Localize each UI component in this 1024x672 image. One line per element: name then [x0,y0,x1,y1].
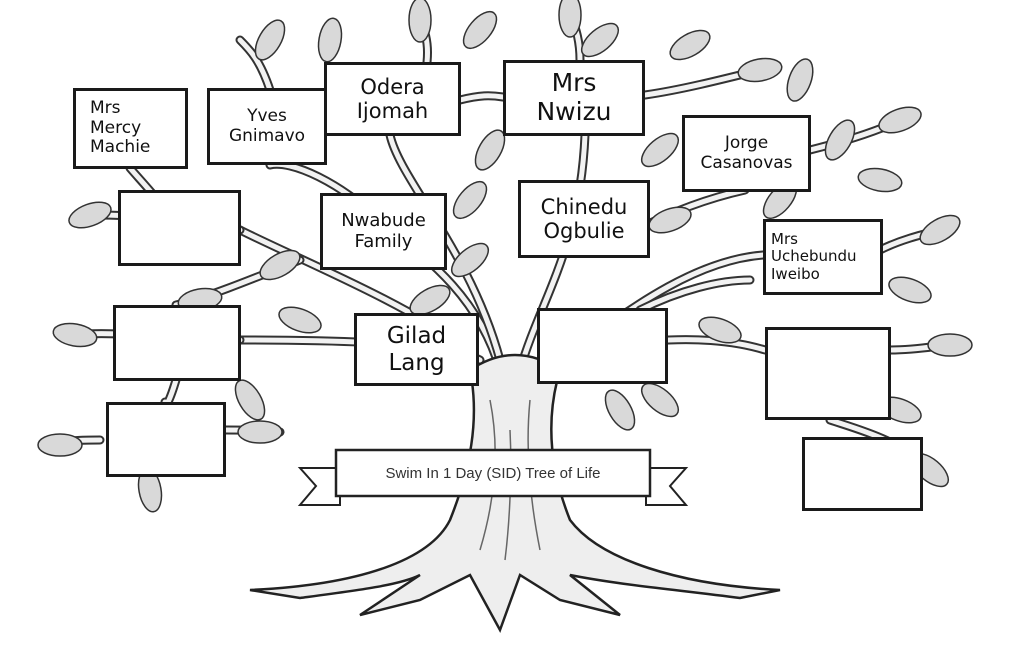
leaf-icon [604,389,636,431]
tree-branch [457,93,506,103]
leaf-icon [37,433,83,457]
name-line: Casanovas [700,152,793,173]
leaf-icon [317,17,343,63]
leaf-icon [237,420,283,444]
empty-name-box [118,190,241,266]
leaf-icon [52,322,98,348]
name-line: Chinedu [540,194,628,219]
leaf-icon [640,132,680,168]
name-line: Lang [388,349,445,376]
leaf-icon [824,119,856,161]
name-line: Ijomah [356,99,429,123]
leaf-icon [878,106,922,134]
name-line: Jorge [724,132,769,153]
name-box-gilad-lang: Gilad Lang [354,313,479,386]
name-line: Family [354,230,413,252]
leaf-icon [409,284,451,316]
name-line: Nwizu [536,97,612,126]
empty-name-box [537,308,668,384]
name-box-jorge-casanovas: Jorge Casanovas [682,115,811,192]
name-box-odera-ijomah: Odera Ijomah [324,62,461,136]
name-box-yves-gnimavo: Yves Gnimavo [207,88,327,165]
name-box-mercy-machie: Mrs Mercy Machie [73,88,188,169]
name-line: Mrs [551,68,597,98]
leaf-icon [888,276,932,304]
name-line: Gnimavo [228,125,306,146]
leaf-icon [669,29,711,61]
leaf-icon [927,333,973,357]
name-line: Machie [90,137,151,158]
banner-ribbon [297,448,689,506]
leaf-icon [698,316,742,344]
leaf-icon [786,58,814,102]
tree-branch [637,277,753,313]
empty-name-box [106,402,226,477]
empty-name-box [802,437,923,511]
empty-name-box [113,305,241,381]
leaf-icon [580,22,620,58]
leaf-icon [737,57,783,83]
leaf-icon [278,306,322,334]
name-line: Yves [247,105,287,126]
leaf-icon [462,10,498,50]
leaf-icon [919,214,961,246]
leaf-icon [452,180,488,220]
leaf-icon [259,249,301,281]
name-line: Iweibo [771,264,820,283]
name-box-nwabude-family: Nwabude Family [320,193,447,270]
leaf-icon [857,167,903,193]
name-line: Gilad [386,323,447,350]
leaf-icon [234,379,266,421]
name-line: Mrs [771,230,798,249]
leaf-icon [68,201,112,229]
empty-name-box [765,327,891,420]
leaf-icon [254,19,286,61]
leaf-icon [474,129,506,171]
name-box-mrs-nwizu: Mrs Nwizu [503,60,645,136]
leaf-icon [558,0,582,38]
tree-title-banner: Swim In 1 Day (SID) Tree of Life [385,464,601,482]
leaf-icon [640,382,680,418]
name-line: Uchebundu [771,247,857,266]
name-line: Odera [360,74,425,99]
name-line: Mercy [90,117,142,138]
name-box-chinedu-ogbulie: Chinedu Ogbulie [518,180,650,258]
leaf-icon [408,0,432,43]
tree-branch [517,132,588,373]
tree-branch [237,37,273,93]
name-line: Mrs [90,98,121,119]
name-line: Nwabude [341,209,426,231]
name-box-uchebundu-iweibo: Mrs Uchebundu Iweibo [763,219,883,295]
leaf-icon [450,242,490,278]
name-line: Ogbulie [543,219,625,243]
